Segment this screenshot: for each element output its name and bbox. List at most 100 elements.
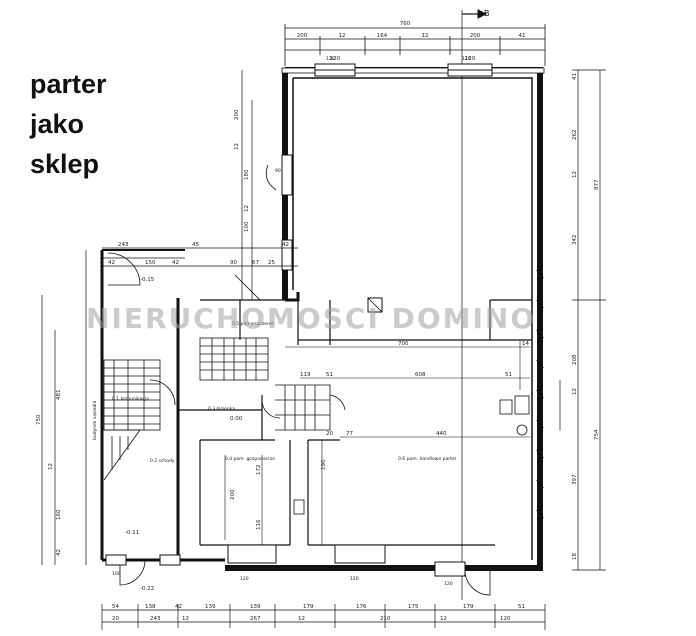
stairs-upper <box>199 337 269 381</box>
label-room-01: 0.1 komunikacja <box>112 396 149 402</box>
left-dimension-lines <box>41 70 298 565</box>
dim-interior-6: 51 <box>326 372 333 378</box>
dim-bottom2-1: 20 <box>112 616 119 622</box>
dim-interior-8: 20 <box>326 431 333 437</box>
dim-left-2: 12 <box>234 143 240 150</box>
dim-bottom2-4: 267 <box>250 616 261 622</box>
dim-right-3: 12 <box>572 171 578 178</box>
dim-top-4: 12 <box>422 33 429 39</box>
dim-stair-4: 42 <box>172 260 179 266</box>
dim-bottom-9: 179 <box>463 604 474 610</box>
watermark-text: NIERUCHOMOSCI DOMINO <box>86 302 537 335</box>
dim-stair-7: 67 <box>252 260 259 266</box>
title-line-3: sklep <box>30 149 100 179</box>
dim-right-9: 397 <box>572 474 578 485</box>
dim-left-lower-1: 481 <box>56 390 62 401</box>
dim-right-7: 12 <box>572 388 578 395</box>
dim-right-6: 208 <box>572 354 578 365</box>
dim-top-total: 760 <box>400 21 411 27</box>
window-tag-7: 100 <box>112 571 121 577</box>
interior-walls <box>178 299 532 546</box>
dim-bottom-5: 139 <box>250 604 261 610</box>
top-dimension-lines <box>284 24 546 66</box>
dim-bottom-4: 139 <box>205 604 216 610</box>
floor-title: parter jako sklep <box>30 64 190 184</box>
dim-interior-11: 172 <box>256 465 262 476</box>
dim-stair-8: 25 <box>268 260 275 266</box>
dim-right-4: 877 <box>594 179 600 190</box>
dim-top-5: 200 <box>470 33 481 39</box>
dim-bottom-3: 42 <box>175 604 182 610</box>
dim-stair-5: 45 <box>192 242 199 248</box>
level-mark-2: 0.00 <box>230 416 243 422</box>
dim-window-1: 120 <box>330 56 341 62</box>
dim-bottom-10: 51 <box>518 604 525 610</box>
dim-interior-10: 200 <box>230 489 236 500</box>
dim-top-2: 12 <box>339 33 346 39</box>
window-tag-1: 120 <box>326 56 335 62</box>
dim-top-6: 41 <box>519 33 526 39</box>
dim-left-5: 100 <box>244 221 250 232</box>
level-mark-1: -0.15 <box>140 277 155 283</box>
label-room-06: 0.6 pom. handlowe parter <box>398 456 457 462</box>
dim-left-1: 200 <box>234 109 240 120</box>
dim-left-3: 180 <box>244 169 250 180</box>
dim-bottom2-2: 243 <box>150 616 161 622</box>
window-tag-6: 120 <box>444 581 453 587</box>
dim-window-2: 120 <box>465 56 476 62</box>
dim-interior-1: 700 <box>398 341 409 347</box>
dim-interior-5: 119 <box>300 372 311 378</box>
dim-interior-12: 190 <box>321 459 327 470</box>
bottom-windows <box>105 544 466 577</box>
left-windows <box>265 154 293 271</box>
dim-right-10: 18 <box>572 553 578 560</box>
dim-interior-2: 14 <box>522 341 529 347</box>
dim-top-3: 164 <box>377 33 388 39</box>
right-wall-hatch <box>535 269 545 519</box>
dim-bottom2-8: 120 <box>500 616 511 622</box>
dim-bottom2-6: 210 <box>380 616 391 622</box>
dim-left-lower-2: 750 <box>36 414 42 425</box>
label-room-04: 0.4 pom. gospodarcze <box>225 456 275 462</box>
dim-interior-9: 77 <box>346 431 353 437</box>
title-line-2: jako <box>30 109 85 139</box>
dim-interior-7: 440 <box>436 431 447 437</box>
dim-interior-3: 608 <box>415 372 426 378</box>
dim-right-1: 41 <box>572 73 578 80</box>
dim-left-lower-3: 12 <box>48 463 54 470</box>
dim-bottom-7: 176 <box>356 604 367 610</box>
section-mark-label: B <box>484 9 490 18</box>
dim-top-1: 200 <box>297 33 308 39</box>
dim-bottom2-7: 12 <box>440 616 447 622</box>
window-tag-5: 120 <box>350 576 359 582</box>
title-line-1: parter <box>30 69 107 99</box>
dim-bottom-1: 54 <box>112 604 119 610</box>
right-dimension-lines <box>559 69 606 571</box>
window-tag-2: 120 <box>462 56 471 62</box>
section-line-b <box>461 9 488 600</box>
label-room-02: 0.2 schody <box>150 458 175 464</box>
dim-left-4: 12 <box>244 205 250 212</box>
dim-right-2: 262 <box>572 130 578 141</box>
column-marker <box>367 297 383 313</box>
top-windows <box>314 63 493 77</box>
dim-bottom2-3: 12 <box>182 616 189 622</box>
dim-stair-3: 150 <box>145 260 156 266</box>
label-room-03: 0.3 łazienka <box>208 406 235 412</box>
window-tag-4: 120 <box>240 576 249 582</box>
dim-stair-2: 42 <box>108 260 115 266</box>
dim-left-lower-4: 160 <box>56 509 62 520</box>
dim-bottom-8: 175 <box>408 604 419 610</box>
stairs-middle <box>275 384 331 431</box>
dim-stair-9: 42 <box>282 242 289 248</box>
dim-interior-13: 116 <box>256 519 262 530</box>
dim-right-5: 342 <box>572 235 578 246</box>
dim-interior-4: 51 <box>505 372 512 378</box>
label-neighbor-building: budynek sąsiedni <box>92 401 98 440</box>
interior-dimension-lines <box>224 340 530 545</box>
dim-stair-6: 90 <box>230 260 237 266</box>
dim-bottom-6: 179 <box>303 604 314 610</box>
bottom-dimension-lines <box>101 604 546 630</box>
dim-stair-1: 243 <box>118 242 129 248</box>
level-mark-3: -0.11 <box>125 530 139 536</box>
